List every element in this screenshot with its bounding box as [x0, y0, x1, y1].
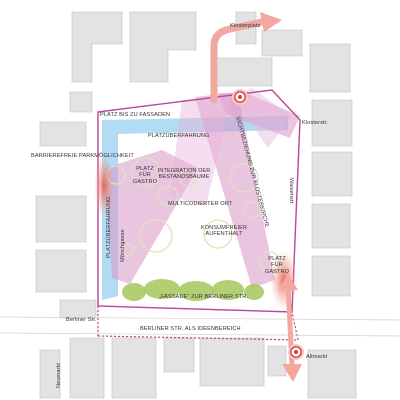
tree — [121, 243, 135, 257]
tree — [243, 201, 261, 219]
tree — [131, 157, 161, 187]
building — [39, 121, 87, 147]
building — [311, 151, 353, 197]
label-moenchgasse: Mönchgasse — [120, 229, 126, 262]
tree — [139, 219, 173, 253]
hotspot-left — [94, 152, 114, 220]
building — [35, 249, 87, 293]
road-lines — [0, 316, 400, 337]
building — [129, 11, 197, 83]
label-multicodierter-ort: MULTICODIERTER ORT — [168, 201, 233, 207]
building — [111, 337, 157, 399]
tree — [157, 185, 179, 207]
building — [267, 345, 287, 377]
label-integration-bestandsbaeume: INTEGRATION DER BESTANDSBÄUME — [157, 168, 211, 181]
tree-canopies — [106, 157, 281, 273]
building — [307, 349, 357, 399]
label-barrierefreie-parkmoeglichkeit: BARRIEREFREIE PARKMÖGLICHKEIT — [31, 153, 134, 159]
building — [311, 255, 351, 297]
label-platz-fuer-gastro-left: PLATZ FÜR GASTRO — [132, 166, 158, 185]
building — [39, 349, 61, 399]
building — [35, 195, 87, 243]
tree — [203, 219, 233, 249]
label-platz-bis-zu-fassaden: PLATZ BIS ZU FASSADEN — [100, 112, 171, 118]
label-fassade-berliner-str: „FASSADE“ ZUR BERLINER STR. — [159, 294, 249, 300]
label-klosterplatz: Klosterplatz — [230, 23, 261, 29]
arrow-icon — [210, 12, 282, 104]
building — [199, 337, 265, 387]
label-konsumfreier-aufenthalt: KONSUMFREIER AUFENTHALT — [200, 225, 248, 238]
label-altmarkt: Altmarkt — [306, 354, 328, 360]
label-platz-fuer-gastro-right: PLATZ FÜR GASTRO — [264, 256, 290, 275]
building — [163, 337, 195, 373]
label-klosterstr: Klosterstr. — [302, 120, 328, 126]
label-berliner-str-ideenbereich: BERLINER STR. ALS IDEENBEREICH — [140, 326, 241, 332]
building — [211, 57, 273, 87]
movement-arrows — [210, 12, 302, 382]
building — [311, 99, 353, 147]
building — [309, 43, 351, 93]
building — [69, 91, 93, 113]
building — [71, 11, 123, 83]
building — [69, 337, 105, 399]
building-footprints — [35, 11, 357, 399]
building — [59, 299, 97, 319]
label-platzueberfahrung-side: PLATZÜBERFAHRUNG — [106, 196, 112, 258]
label-platzueberfahrung-top: PLATZÜBERFAHRUNG — [148, 133, 210, 139]
label-waisenstr: Waisenstr. — [288, 178, 294, 205]
building — [261, 29, 303, 57]
label-berliner-str: Berliner Str. — [66, 317, 97, 323]
eye-marker-icon — [288, 344, 304, 360]
building — [311, 203, 351, 249]
label-neumarkt: Neumarkt — [56, 362, 62, 388]
tree — [229, 163, 259, 193]
green-facade-band — [122, 279, 264, 301]
tree — [179, 169, 197, 187]
sightline-bands-light — [170, 88, 292, 206]
eye-marker-icon — [232, 89, 248, 105]
